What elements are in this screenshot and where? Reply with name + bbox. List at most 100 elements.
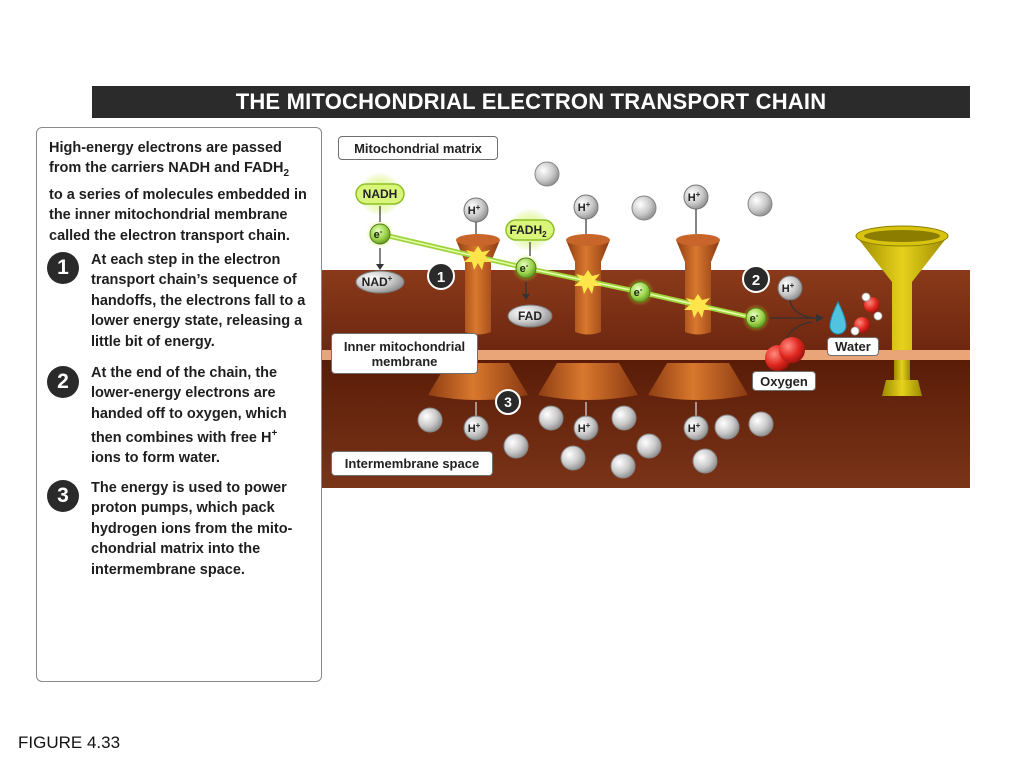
hydrogen-ion-matrix-3: H+	[683, 184, 709, 210]
intermembrane-ion-sphere	[503, 433, 529, 459]
intermembrane-ion-sphere	[538, 405, 564, 431]
energy-burst-2	[574, 270, 602, 294]
step-1-line: lower energy state, releasing a	[91, 313, 303, 330]
electron-symbol: e	[750, 313, 756, 325]
intro-line-3: to a series of molecules embedded in	[49, 186, 307, 203]
h-label: H	[688, 423, 696, 435]
intro-line-1: High-energy electrons are passed	[49, 140, 282, 156]
intermembrane-ion-sphere	[636, 433, 662, 459]
h-charge: +	[476, 203, 481, 212]
step-2-line: handed off to oxygen, which	[91, 405, 287, 422]
hydrogen-ion-intermembrane-1: H+	[463, 415, 489, 441]
inner-membrane-label-line-2: membrane	[371, 353, 438, 369]
step-1-line: At each step in the electron	[91, 252, 281, 268]
svg-text:e-: e-	[520, 261, 529, 275]
svg-text:FADH2: FADH2	[509, 223, 547, 239]
step-3-line: proton pumps, which pack	[91, 500, 275, 517]
h-charge: +	[696, 190, 701, 199]
nad-plus-molecule: NAD+	[355, 270, 405, 294]
intermembrane-ion-sphere	[611, 405, 637, 431]
svg-text:H+: H+	[688, 421, 701, 435]
electron-symbol: e	[520, 263, 526, 275]
electron-charge: -	[640, 285, 643, 294]
energy-burst-3	[684, 294, 712, 318]
pump-base-2	[538, 363, 638, 400]
step-1-line: transport chain’s sequence of	[91, 272, 297, 289]
diagram-marker-1: 1	[427, 262, 455, 290]
mitochondrial-matrix-label: Mitochondrial matrix	[338, 136, 498, 160]
intro-line-5: called the electron transport chain.	[49, 227, 290, 244]
matrix-ion-sphere	[747, 191, 773, 217]
diagram-title: THE MITOCHONDRIAL ELECTRON TRANSPORT CHA…	[92, 86, 970, 118]
electron-charge: -	[526, 261, 529, 270]
step-2-line: then combines with free H+	[91, 428, 278, 447]
step-1-text: At each step in the electron transport c…	[91, 250, 319, 352]
h-label: H	[468, 205, 476, 217]
h-charge: +	[476, 421, 481, 430]
svg-text:H+: H+	[468, 421, 481, 435]
step-2-line: lower-energy electrons are	[91, 385, 276, 402]
svg-text:H+: H+	[468, 203, 481, 217]
step-2-line: ions to form water.	[91, 450, 220, 467]
step-2-line: At the end of the chain, the	[91, 365, 278, 381]
marker-1-number: 1	[437, 269, 445, 286]
figure-caption: FIGURE 4.33	[18, 733, 121, 752]
intermembrane-ion-sphere	[714, 414, 740, 440]
diagram-marker-2: 2	[742, 265, 770, 293]
matrix-ion-sphere	[534, 161, 560, 187]
electron-1: e-	[366, 220, 394, 248]
water-molecule	[829, 292, 883, 336]
oxygen-label: Oxygen	[752, 371, 816, 391]
electron-symbol: e	[374, 229, 380, 241]
hydrogen-ion-oxygen-side: H+	[777, 275, 803, 301]
water-label: Water	[827, 337, 879, 356]
membrane-divider-line	[322, 350, 970, 360]
intermembrane-ion-sphere	[610, 453, 636, 479]
step-1-number: 1	[47, 252, 79, 284]
electron-3: e-	[626, 278, 654, 306]
diagram-marker-3: 3	[495, 389, 521, 415]
inner-membrane-label-line-1: Inner mitochondrial	[343, 338, 466, 354]
electron-charge: -	[380, 227, 383, 236]
step-1-line: little bit of energy.	[91, 333, 215, 350]
step-1-line: handoffs, the electrons fall to a	[91, 292, 306, 309]
atp-synthase-funnel	[855, 225, 949, 396]
fadh2-carrier: FADH2	[505, 208, 555, 252]
intro-line-4: the inner mitochondrial membrane	[49, 207, 288, 224]
electron-2: e-	[512, 254, 540, 282]
fad-molecule: FAD	[507, 304, 553, 328]
intro-line-2: from the carriers NADH and FADH2	[49, 160, 290, 180]
h-label: H	[578, 423, 586, 435]
explanation-panel: High-energy electrons are passed from th…	[36, 127, 322, 682]
step-2-number: 2	[47, 366, 79, 398]
svg-text:NAD+: NAD+	[362, 274, 393, 289]
svg-text:e-: e-	[634, 285, 643, 299]
h-charge: +	[586, 421, 591, 430]
intermembrane-ion-sphere	[692, 448, 718, 474]
electron-symbol: e	[634, 287, 640, 299]
svg-text:H+: H+	[578, 421, 591, 435]
h-label: H	[578, 202, 586, 214]
intro-text: High-energy electrons are passed from th…	[49, 138, 319, 246]
marker-2-number: 2	[752, 272, 760, 289]
hydrogen-ion-intermembrane-2: H+	[573, 415, 599, 441]
intermembrane-ion-sphere	[748, 411, 774, 437]
h-charge: +	[790, 281, 795, 290]
h-label: H	[468, 423, 476, 435]
step-3-line: chondrial matrix into the	[91, 541, 261, 558]
fad-label: FAD	[518, 309, 542, 323]
step-3-number: 3	[47, 480, 79, 512]
h-charge: +	[586, 200, 591, 209]
nadh-carrier: NADH	[355, 172, 405, 216]
step-3-line: hydrogen ions from the mito-	[91, 520, 293, 537]
marker-3-number: 3	[504, 394, 512, 410]
intermembrane-ion-sphere	[560, 445, 586, 471]
hydrogen-ion-intermembrane-3: H+	[683, 415, 709, 441]
h-label: H	[782, 283, 790, 295]
svg-text:H+: H+	[782, 281, 795, 295]
electron-4: e-	[742, 304, 770, 332]
step-3-line: intermembrane space.	[91, 561, 245, 578]
hydrogen-ion-matrix-1: H+	[463, 197, 489, 223]
nadh-label: NADH	[363, 187, 398, 201]
